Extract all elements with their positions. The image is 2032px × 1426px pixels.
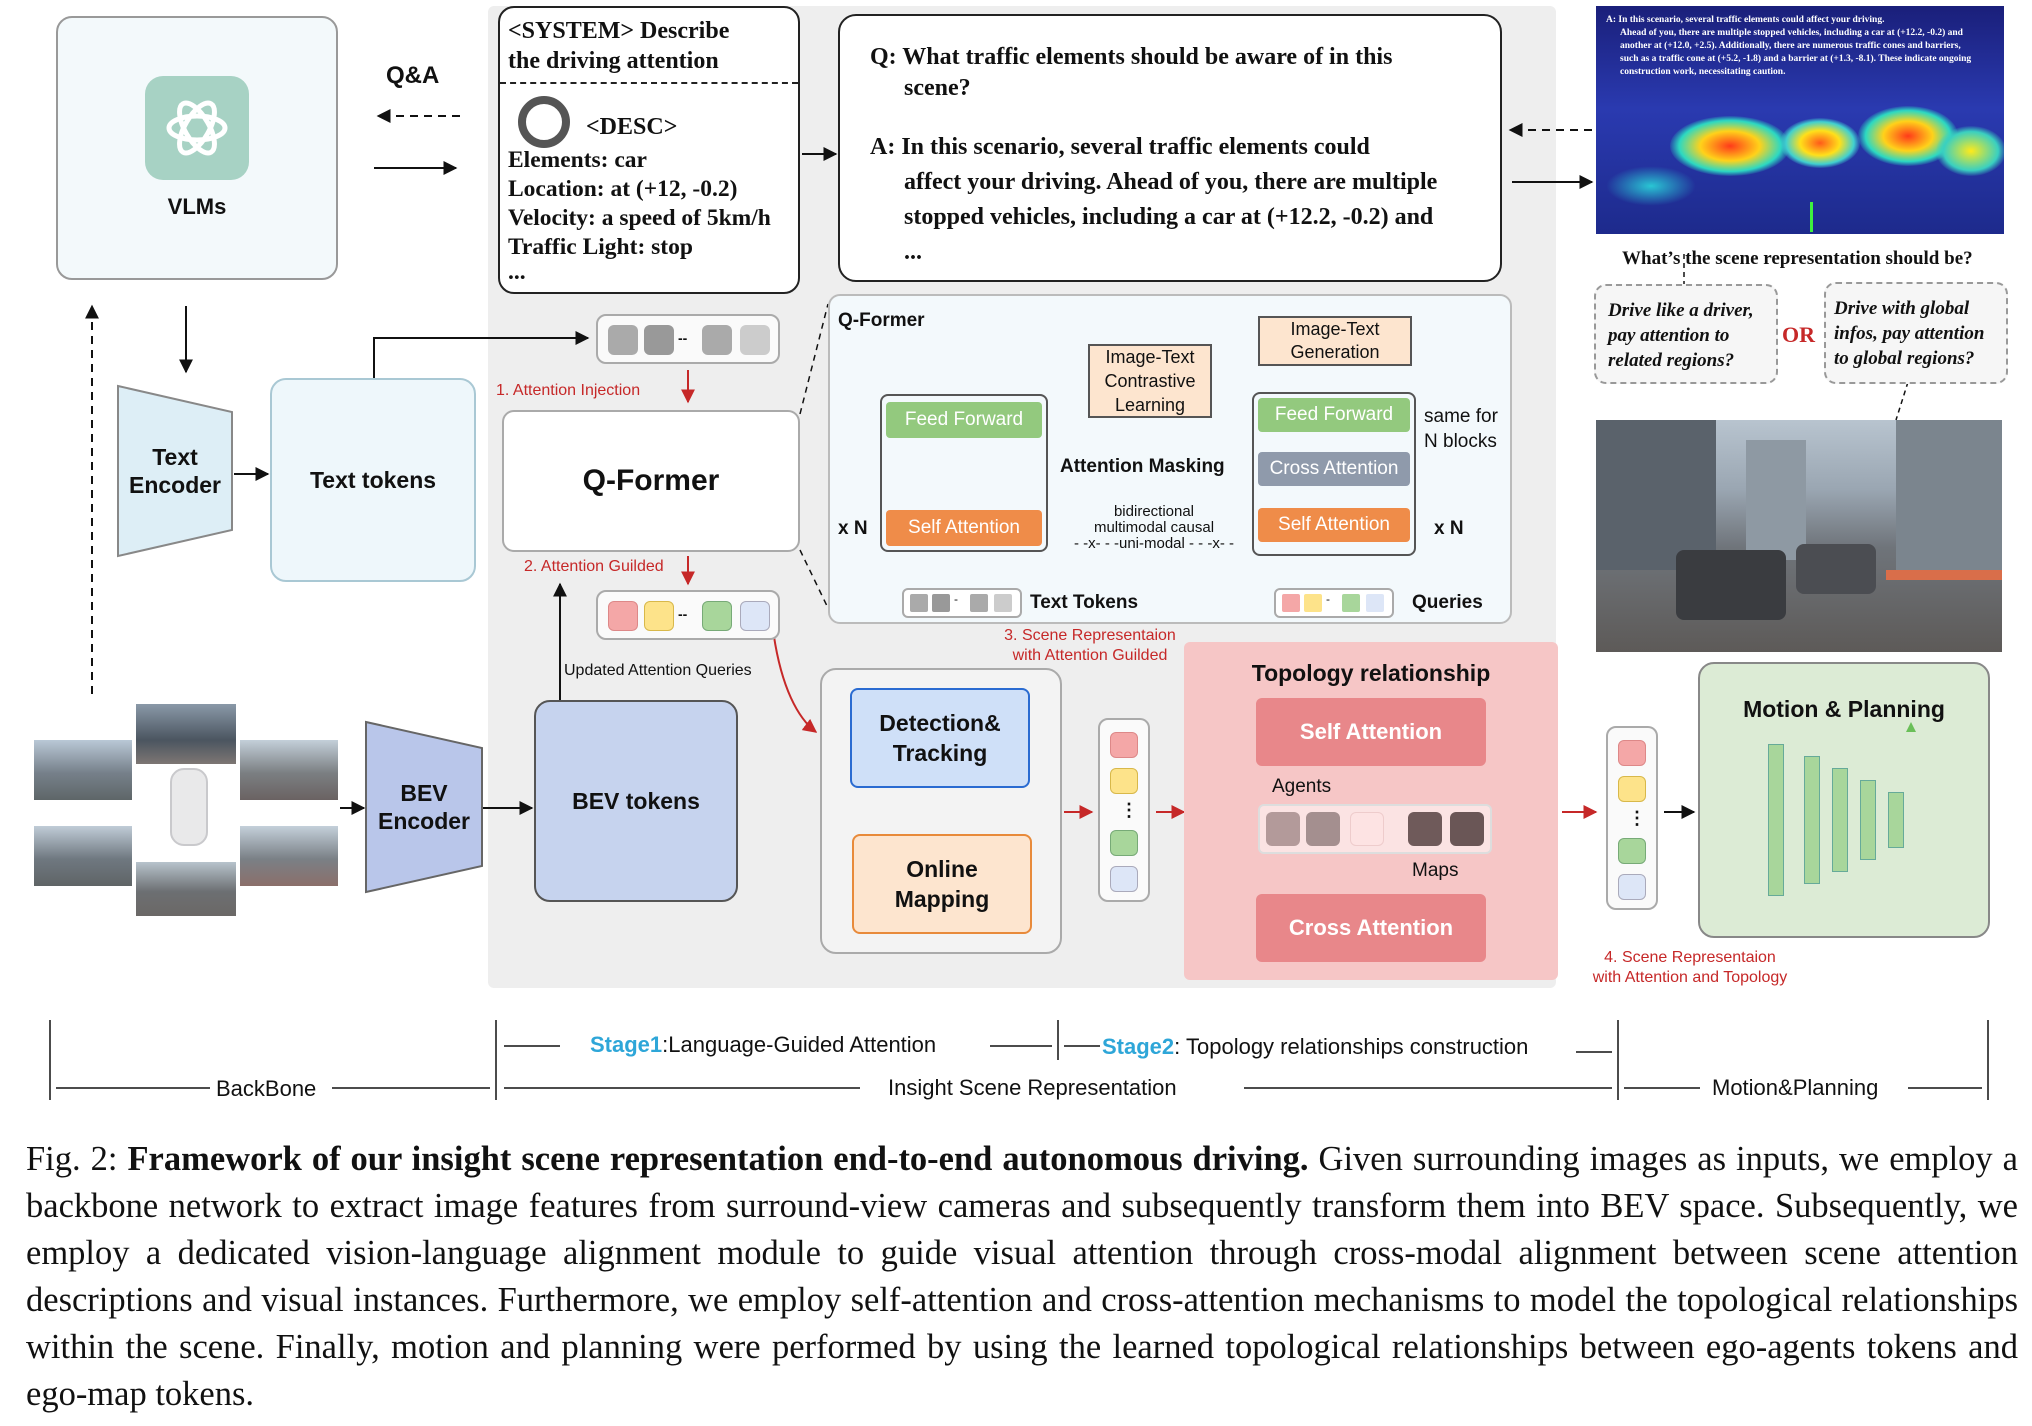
qformer-detail-title: Q-Former	[838, 310, 925, 331]
agents-label: Agents	[1272, 776, 1332, 797]
figure-caption: Fig. 2: Framework of our insight scene r…	[26, 1140, 2018, 1413]
masking-types: bidirectional multimodal causal - -x- - …	[1074, 503, 1234, 552]
attention-heatmap-image: A: In this scenario, several traffic ele…	[1596, 6, 2004, 234]
feed-forward-right: Feed Forward	[1258, 398, 1410, 432]
xn-left: x N	[838, 518, 868, 539]
qformer-box: Q-Former	[502, 410, 800, 552]
option-or: OR	[1782, 322, 1815, 347]
detection-tracking-box: Detection&Tracking	[850, 688, 1030, 788]
planning-layer-bar	[1804, 756, 1820, 884]
desc-fields: Elements: car Location: at (+12, -0.2) V…	[508, 147, 771, 285]
feed-forward-left: Feed Forward	[886, 402, 1042, 438]
qa-box: Q: What traffic elements should be aware…	[838, 14, 1502, 282]
desc-tag: <DESC>	[586, 114, 678, 140]
queries-strip: -	[1274, 588, 1394, 618]
vlms-box: VLMs	[56, 16, 338, 280]
text-tokens-box: Text tokens	[270, 378, 476, 582]
backbone-label: BackBone	[216, 1076, 317, 1101]
self-attention-right: Self Attention	[1258, 508, 1410, 542]
self-attention-left: Self Attention	[886, 510, 1042, 546]
text-tokens-caption: Text Tokens	[1030, 592, 1139, 613]
xn-right: x N	[1434, 518, 1464, 539]
motion-planning-box: Motion & Planning	[1698, 662, 1990, 938]
street-scene-image	[1596, 420, 2002, 652]
text-tokens-strip: -	[902, 588, 1022, 618]
query-token-bar: --	[596, 590, 780, 640]
steering-wheel-icon	[518, 96, 570, 148]
ego-car-icon	[170, 768, 208, 846]
ego-direction-marker	[1810, 202, 1813, 232]
qformer-right-block	[1252, 392, 1416, 556]
topology-title: Topology relationship	[1251, 660, 1491, 686]
qa-question: Q: What traffic elements should be aware…	[870, 44, 1393, 101]
scene-token-column-2: ⋮	[1606, 726, 1658, 910]
updated-queries-label: Updated Attention Queries	[564, 662, 752, 679]
qformer-detail-panel: Q-Former Feed Forward Self Attention x N…	[828, 294, 1512, 624]
queries-caption: Queries	[1412, 592, 1483, 613]
planning-layer-bar	[1888, 792, 1904, 848]
planning-layer-bar	[1860, 780, 1876, 860]
stage1-label: Stage1:Language-Guided Attention	[590, 1032, 937, 1057]
bev-encoder-shape	[365, 720, 483, 894]
surround-cameras	[30, 694, 342, 918]
camera-front-right	[240, 740, 338, 800]
qformer-left-block	[880, 394, 1048, 552]
camera-back-right	[240, 826, 338, 886]
attention-masking-label: Attention Masking	[1060, 456, 1225, 477]
vlms-label: VLMs	[167, 194, 227, 219]
motion-planning-title: Motion & Planning	[1743, 696, 1945, 722]
insight-label: Insight Scene Representation	[888, 1075, 1177, 1100]
heatmap-overlay-text: A: In this scenario, several traffic ele…	[1606, 15, 1972, 77]
agent-map-tokens	[1258, 804, 1492, 854]
stage2-label: Stage2: Topology relationships construct…	[1102, 1034, 1529, 1059]
planning-marker-icon	[1906, 722, 1916, 732]
camera-front-left	[34, 740, 132, 800]
attention-injection-label: 1. Attention Injection	[496, 382, 641, 399]
camera-back-left	[34, 826, 132, 886]
camera-back	[136, 862, 236, 916]
topology-self-attention: Self Attention	[1256, 698, 1486, 766]
text-token-bar: --	[596, 314, 780, 364]
tokens-to-bar-arrow	[373, 331, 590, 378]
maps-label: Maps	[1412, 860, 1459, 881]
bev-tokens-box: BEV tokens	[534, 700, 738, 902]
scene-question: What’s the scene representation should b…	[1622, 248, 1973, 269]
topology-cross-attention: Cross Attention	[1256, 894, 1486, 962]
planning-layer-bar	[1832, 768, 1848, 872]
scene-token-column-1: ⋮	[1098, 718, 1150, 902]
camera-front	[136, 704, 236, 764]
motion-planning-stage-label: Motion&Planning	[1712, 1075, 1879, 1100]
topology-panel: Topology relationship Self Attention Age…	[1184, 642, 1558, 980]
qa-answer: A: In this scenario, several traffic ele…	[870, 134, 1438, 265]
qa-label: Q&A	[386, 62, 440, 89]
cross-attention-right: Cross Attention	[1258, 452, 1410, 486]
text-encoder-shape	[117, 384, 233, 558]
planning-layer-bar	[1768, 744, 1784, 896]
scene-rep-curve-arrow	[771, 621, 818, 733]
openai-logo-icon	[145, 76, 249, 180]
attention-guilded-label: 2. Attention Guilded	[524, 558, 664, 575]
